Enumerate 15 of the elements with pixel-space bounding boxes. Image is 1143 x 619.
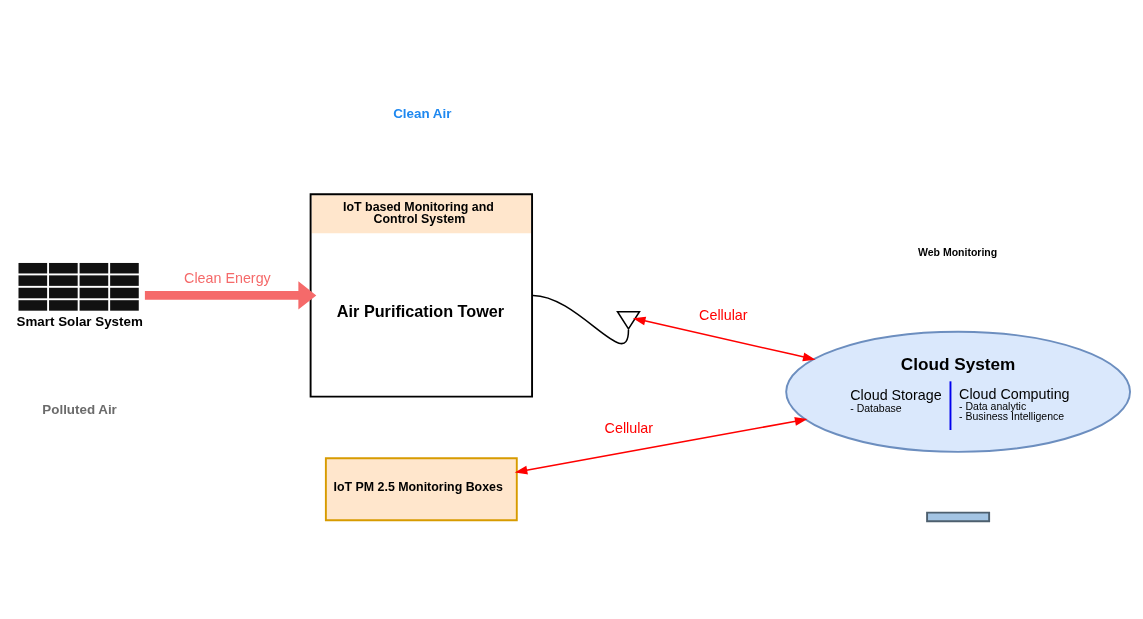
arrow: [514, 417, 808, 475]
label: Clean Air: [393, 105, 452, 121]
arrow: [144, 281, 317, 310]
edge-label: Cellular: [699, 306, 748, 323]
node-ellipse: Cloud System Cloud Storage - Database Cloud Computing - Data analytic - Business Intelligence: [785, 330, 1131, 453]
edge-label: Cellular: [604, 420, 654, 437]
edge-label: Clean Energy: [184, 270, 271, 287]
label: Polluted Air: [42, 402, 117, 418]
arrow: [632, 316, 816, 362]
connector: [532, 294, 630, 345]
node-label: Smart Solar System: [16, 314, 143, 330]
node-bar: [926, 511, 991, 523]
node-box: IoT PM 2.5 Monitoring Boxes: [324, 457, 518, 522]
node-antenna: [616, 310, 641, 331]
label: Web Monitoring: [918, 246, 998, 259]
